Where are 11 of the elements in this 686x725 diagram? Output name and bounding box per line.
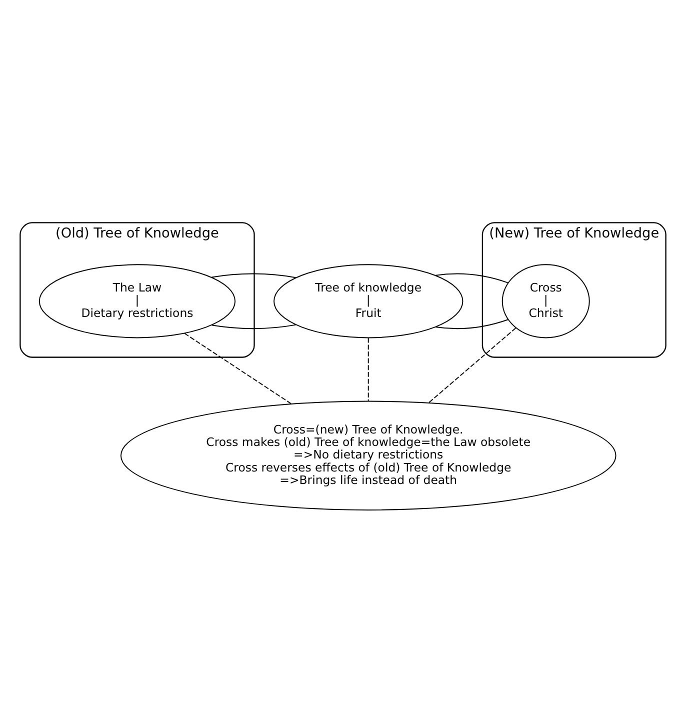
node-ellipse: Tree of knowledge | Fruit bbox=[274, 264, 464, 338]
node-ellipse: The Law | Dietary restrictions bbox=[38, 264, 236, 338]
node-ellipse: Cross | Christ bbox=[502, 264, 590, 338]
connector bbox=[184, 332, 292, 404]
connector bbox=[368, 337, 369, 402]
connector bbox=[428, 328, 516, 404]
connector bbox=[211, 324, 296, 330]
connector bbox=[211, 273, 296, 278]
node-ellipse: Cross=(new) Tree of Knowledge. Cross makes (old) Tree of knowledge=the Law obsolete =>No dietary restrictions Cross reverses effects of (old) Tree of Knowledge =>Brings life instead of death bbox=[120, 400, 616, 510]
connector bbox=[435, 273, 508, 284]
connector bbox=[435, 319, 508, 330]
